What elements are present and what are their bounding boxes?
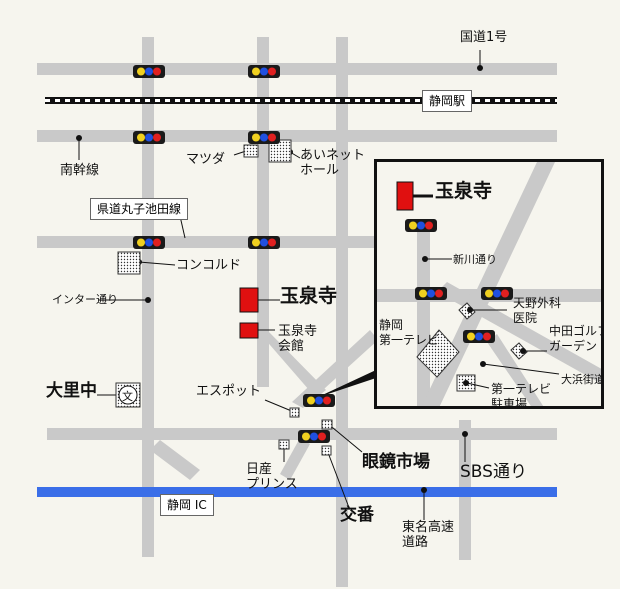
road-kokudo1: [37, 63, 557, 75]
road-row2: [37, 130, 557, 142]
label-sbs-dori: SBS通り: [460, 462, 527, 482]
label-kokudo1: 国道1号: [460, 30, 508, 45]
label-ai-net-hall: あいネット ホール: [300, 148, 366, 178]
label-shizuoka-ic: 静岡 IC: [160, 494, 214, 516]
inset-label-tv-parking: 第一テレビ 駐車場: [491, 382, 552, 409]
label-koban: 交番: [340, 505, 374, 525]
koban-building: [321, 445, 332, 456]
label-gyokusenji-hall: 玉泉寺 会館: [278, 324, 318, 354]
inset-label-amano-clinic: 天野外科 医院: [513, 296, 562, 325]
label-shizuoka-station: 静岡駅: [422, 90, 473, 112]
inset-road-diag-main: [421, 162, 555, 406]
inset-label-shinkawa: 新川通り: [453, 253, 497, 266]
inset-label-ohama-kaido: 大浜街道: [561, 373, 604, 386]
label-concorde: コンコルド: [176, 258, 242, 273]
label-nissan: 日産 プリンス: [246, 462, 298, 492]
road-maruko-ikeda: [37, 236, 377, 248]
espot-building: [289, 407, 300, 418]
label-ohrinaka: 大里中: [46, 381, 97, 401]
inset-gyokusenji-marker: [396, 181, 414, 211]
inset-label-nakata-golf: 中田ゴルフ ガーデン: [549, 324, 604, 353]
gyokusenji-marker: [239, 287, 259, 313]
gyokusenji-hall-marker: [239, 322, 259, 339]
school-symbol-icon: [118, 385, 138, 405]
nissan-building: [278, 439, 290, 450]
concorde-building: [117, 251, 141, 275]
label-maruko-ikeda: 県道丸子池田線: [90, 198, 189, 220]
inset-golf-building: [510, 342, 528, 360]
label-gyokusenji: 玉泉寺: [280, 285, 338, 307]
inset-roads: [377, 162, 601, 406]
label-inter-dori: インター通り: [52, 293, 118, 306]
inset-label-gyokusenji: 玉泉寺: [435, 180, 493, 202]
label-minami-kansen: 南幹線: [60, 163, 100, 178]
expressway-tomei: [37, 487, 557, 497]
inset-tv-building: [416, 329, 460, 378]
mazda-building: [243, 144, 259, 158]
inset-label-shizuoka-tv: 静岡 第一テレビ: [379, 318, 440, 347]
label-tomei: 東名高速 道路: [402, 520, 455, 550]
inset-pointer: [316, 370, 376, 398]
road-diagonal-sw2: [280, 438, 310, 480]
railway-tokaido: [45, 97, 557, 104]
inset-map: 玉泉寺 新川通り 天野外科 医院 静岡 第一テレビ 中田ゴルフ ガーデン 大浜街…: [374, 159, 604, 409]
inset-amano-building: [458, 302, 476, 320]
label-mazda: マツダ: [186, 152, 226, 167]
traffic-lights: [133, 65, 335, 443]
inset-road-diag-right: [437, 282, 601, 384]
road-north-south: [336, 37, 348, 587]
school-symbol-label: 文: [122, 390, 133, 403]
label-megane: 眼鏡市場: [362, 452, 430, 472]
megane-building: [321, 419, 333, 430]
road-diagonal-nw: [257, 330, 326, 398]
inset-road-diag-left: [487, 334, 544, 406]
road-diagonal-sw: [150, 440, 200, 480]
label-espot: エスポット: [196, 384, 262, 399]
inset-road-shinkawa: [417, 222, 430, 406]
